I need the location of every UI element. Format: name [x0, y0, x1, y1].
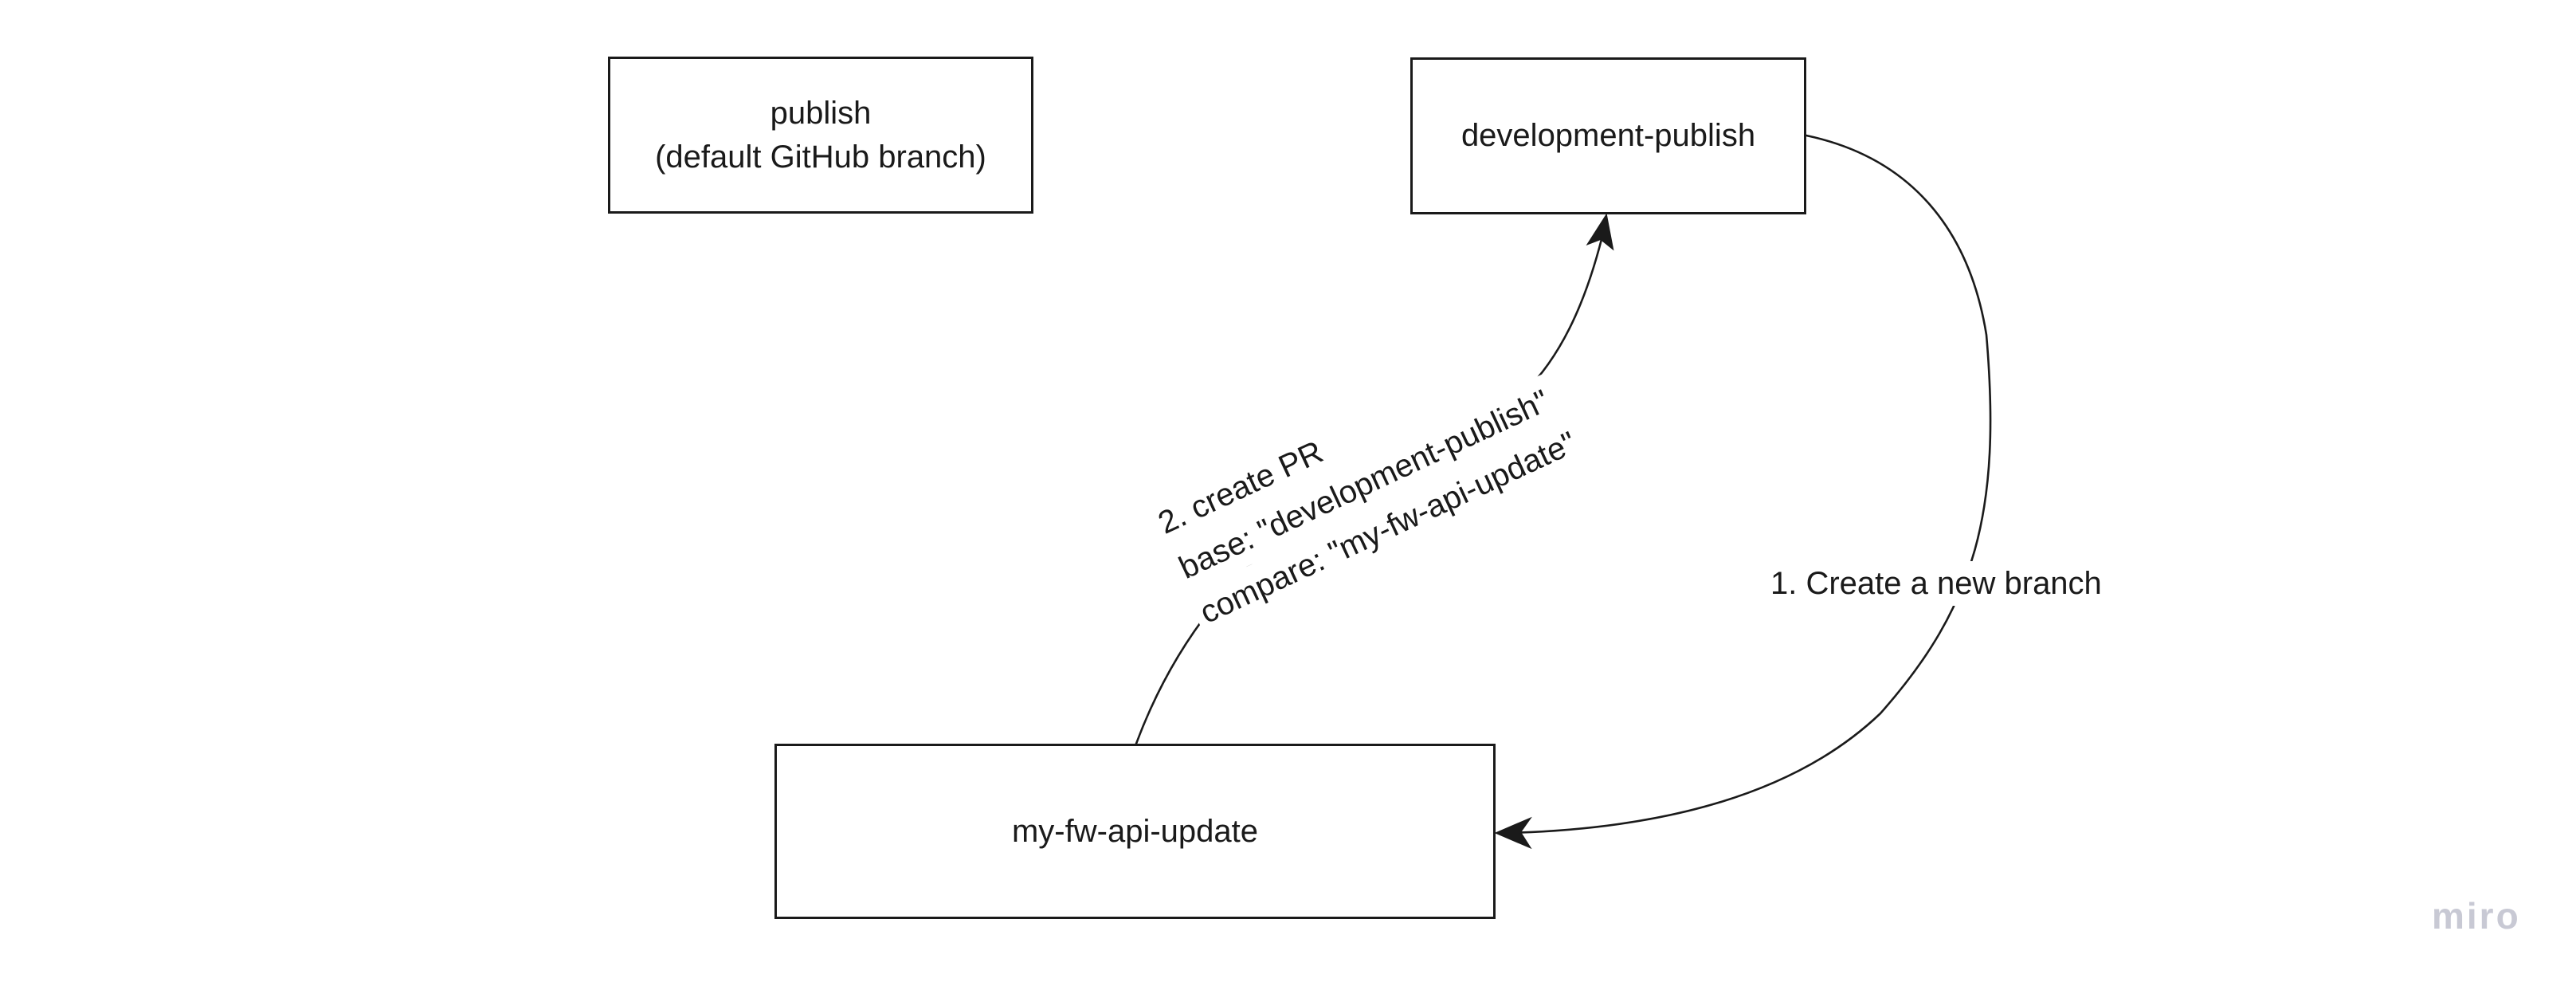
connector-create-new-branch-line[interactable] [1506, 134, 1992, 835]
connector-create-pr-arrowhead-icon [1586, 213, 1614, 251]
miro-watermark-logo: miro [2432, 895, 2521, 937]
node-development-publish[interactable]: development-publish [1410, 57, 1806, 214]
node-development-publish-label: development-publish [1461, 118, 1756, 153]
node-publish[interactable]: publish (default GitHub branch) [608, 57, 1033, 214]
node-my-fw-api-update[interactable]: my-fw-api-update [774, 744, 1496, 919]
node-my-fw-api-update-label: my-fw-api-update [1011, 813, 1258, 849]
node-publish-label-line2: (default GitHub branch) [655, 139, 986, 175]
connector-label-create-new-branch[interactable]: 1. Create a new branch [1762, 561, 2110, 606]
connector-create-new-branch-arrowhead-icon [1494, 816, 1532, 850]
node-publish-label-line1: publish [770, 95, 872, 131]
